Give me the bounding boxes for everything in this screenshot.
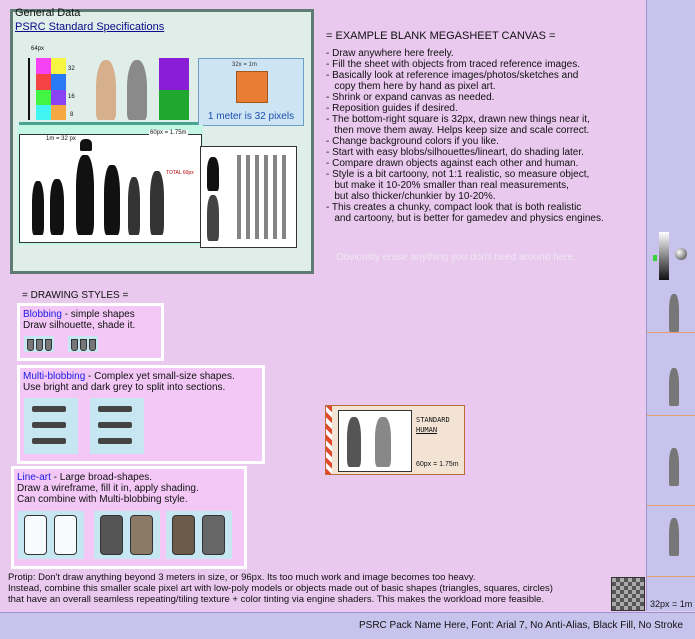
grey-figure-chart xyxy=(200,146,297,248)
chainsaw-thumb-1 xyxy=(24,398,78,454)
lineart-name: Line-art xyxy=(17,472,51,483)
side-figure-2 xyxy=(669,368,679,406)
drawing-styles-title: = DRAWING STYLES = xyxy=(22,290,129,301)
barrel-thumb-1 xyxy=(18,511,84,559)
megasheet-title: = EXAMPLE BLANK MEGASHEET CANVAS = xyxy=(326,30,556,42)
standard-size-label: 60px = 1.75m xyxy=(416,461,459,468)
silhouette-head xyxy=(80,139,92,151)
silhouette-tall-2 xyxy=(104,165,120,235)
grey-gradient-bar xyxy=(659,232,669,280)
instruction-line: then move them away. Helps keep size and… xyxy=(326,125,590,136)
instruction-line: - Basically look at reference images/pho… xyxy=(326,70,579,81)
tick-16: 16 xyxy=(68,94,75,100)
grey-stripes xyxy=(237,155,287,239)
green-marker-icon xyxy=(653,255,657,261)
size-comparison-chart xyxy=(19,134,202,243)
lineart-desc: - Large broad-shapes. xyxy=(50,472,153,483)
instruction-line: - Style is a bit cartoony, not 1:1 reali… xyxy=(326,169,590,180)
scale-box-label: 32x = 1m xyxy=(232,62,257,68)
instruction-line: - Change background colors if you like. xyxy=(326,136,499,147)
silhouette-small-1 xyxy=(32,181,44,235)
total-label: TOTAL 60px xyxy=(166,170,194,176)
human-figure xyxy=(375,417,391,467)
right-guide-strip xyxy=(646,0,695,611)
standard-human-card: STANDARD HUMAN 60px = 1.75m xyxy=(325,405,465,475)
side-figure-1 xyxy=(669,294,679,332)
multi-line2: Use bright and dark grey to split into s… xyxy=(23,382,226,393)
side-figure-4 xyxy=(669,518,679,556)
height-ruler xyxy=(28,58,30,120)
instruction-line: - Shrink or expand canvas as needed. xyxy=(326,92,495,103)
lineart-line2: Draw a wireframe, fill it in, apply shad… xyxy=(17,483,199,494)
silhouette-skeleton-1 xyxy=(128,177,140,235)
protip-line: that have an overall seamless repeating/… xyxy=(8,594,545,605)
meter-square xyxy=(236,71,268,103)
standard-label: STANDARD xyxy=(416,416,450,424)
blobbing-box: Blobbing - simple shapes Draw silhouette… xyxy=(17,303,164,361)
height-label: 64px xyxy=(31,46,45,52)
tick-8: 8 xyxy=(70,112,74,118)
blobbing-name: Blobbing xyxy=(23,309,62,320)
erase-note: Obviously erase anything you don't need … xyxy=(336,252,576,263)
instruction-line: - Fill the sheet with objects from trace… xyxy=(326,59,580,70)
instruction-line: - Reposition guides if desired. xyxy=(326,103,458,114)
instruction-line: copy them here by hand as pixel art. xyxy=(326,81,496,92)
silhouette-tall-1 xyxy=(76,155,94,235)
instruction-line: but make it 10-20% smaller than real mea… xyxy=(326,180,569,191)
barrel-thumb-3 xyxy=(166,511,232,559)
meter-text: 1 meter is 32 pixels xyxy=(207,111,295,122)
instruction-line: - Compare drawn objects against each oth… xyxy=(326,158,579,169)
blobbing-line2: Draw silhouette, shade it. xyxy=(23,320,136,331)
blobbing-desc: - simple shapes xyxy=(61,309,135,320)
side-figure-3 xyxy=(669,448,679,486)
purple-block xyxy=(159,58,189,90)
tick-32: 32 xyxy=(68,66,75,72)
multi-line1: Multi-blobbing - Complex yet small-size … xyxy=(23,371,235,382)
scale-32px-label: 32px = 1m xyxy=(650,599,693,609)
grey-silhouette-1 xyxy=(207,157,219,191)
skeleton-figure xyxy=(347,417,361,467)
lineart-line3: Can combine with Multi-blobbing style. xyxy=(17,494,188,505)
instruction-line: - Start with easy blobs/silhouettes/line… xyxy=(326,147,584,158)
general-data-title: General Data xyxy=(15,7,81,19)
lineart-line1: Line-art - Large broad-shapes. xyxy=(17,472,152,483)
size-1m-label: 1m = 32 px xyxy=(46,136,76,142)
grey-silhouette-2 xyxy=(207,195,219,241)
silhouette-skeleton-2 xyxy=(150,171,164,235)
size-60px-label: 60px = 1.75m xyxy=(149,130,188,136)
human-figure-skin xyxy=(96,60,116,120)
instruction-line: - This creates a chunky, compact look th… xyxy=(326,202,582,213)
protip-line: Instead, combine this smaller scale pixe… xyxy=(8,583,553,594)
blobbing-line1: Blobbing - simple shapes xyxy=(23,309,135,320)
standard-human-scene xyxy=(338,410,412,472)
scale-reference-box: 32x = 1m 1 meter is 32 pixels xyxy=(198,58,304,126)
psrc-spec-link[interactable]: PSRC Standard Specifications xyxy=(15,21,165,33)
instruction-line: and cartoony, but is better for gamedev … xyxy=(326,213,604,224)
footer-text: PSRC Pack Name Here, Font: Arial 7, No A… xyxy=(359,620,683,631)
silhouette-small-2 xyxy=(50,179,64,235)
human-label: HUMAN xyxy=(416,426,438,434)
green-block xyxy=(159,90,189,120)
instruction-line: - Draw anywhere here freely. xyxy=(326,48,454,59)
blobbing-thumb-1 xyxy=(24,336,54,352)
protip-line: Protip: Don't draw anything beyond 3 met… xyxy=(8,572,476,583)
footer-bar: PSRC Pack Name Here, Font: Arial 7, No A… xyxy=(0,612,695,639)
sphere-icon xyxy=(675,248,687,260)
barrel-thumb-2 xyxy=(94,511,160,559)
multi-blobbing-box: Multi-blobbing - Complex yet small-size … xyxy=(17,365,265,464)
human-figure-grey xyxy=(127,60,147,120)
color-palette xyxy=(36,58,66,120)
megasheet-instructions: - Draw anywhere here freely. - Fill the … xyxy=(326,48,646,224)
instruction-line: but also thicker/chunkier by 10-20%. xyxy=(326,191,496,202)
protip-block: Protip: Don't draw anything beyond 3 met… xyxy=(8,572,608,605)
ground-line xyxy=(19,122,301,125)
multi-name: Multi-blobbing xyxy=(23,371,86,382)
instruction-line: - The bottom-right square is 32px, drawn… xyxy=(326,114,590,125)
hazard-stripe xyxy=(326,406,332,474)
chainsaw-thumb-2 xyxy=(90,398,144,454)
checker-32px-square xyxy=(611,577,645,611)
blobbing-thumb-2 xyxy=(68,336,98,352)
multi-desc: - Complex yet small-size shapes. xyxy=(85,371,235,382)
line-art-box: Line-art - Large broad-shapes. Draw a wi… xyxy=(11,466,247,569)
